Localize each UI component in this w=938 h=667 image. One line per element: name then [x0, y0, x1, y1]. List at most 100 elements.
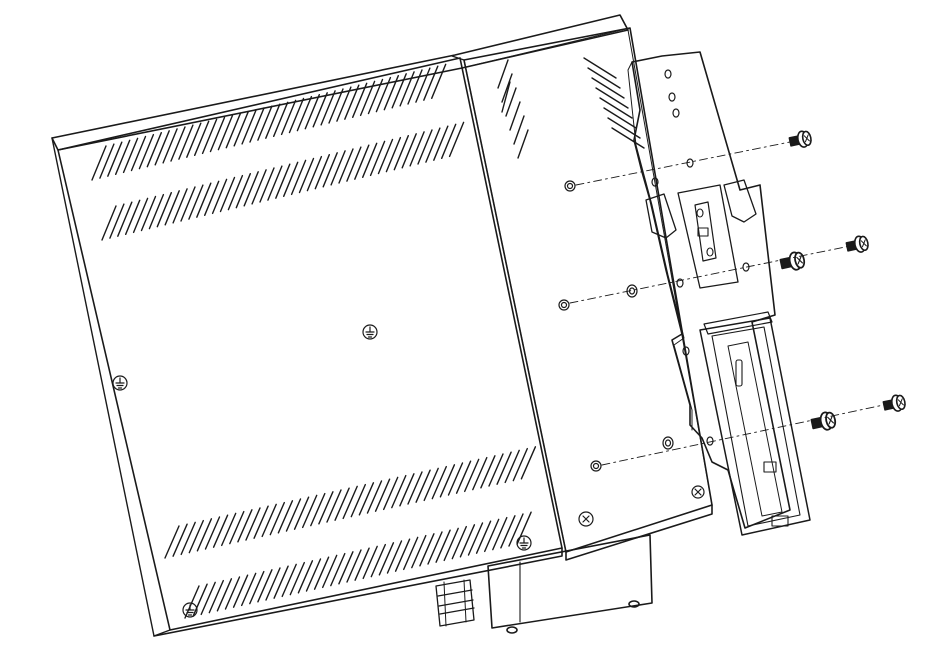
- vent-slot: [269, 501, 285, 536]
- vent-slot: [209, 116, 226, 153]
- hole: [590, 460, 602, 472]
- din-rail-clip: [699, 311, 811, 536]
- vent-slot: [496, 451, 512, 485]
- vent-slot: [240, 572, 257, 607]
- din-clip-inner: [711, 326, 801, 527]
- vent-slot: [423, 467, 439, 502]
- housing-front-panel-lower-rim: [51, 137, 171, 637]
- connector-block-body: [487, 534, 653, 629]
- vent-slot: [320, 90, 336, 126]
- vent-slot: [297, 560, 314, 594]
- vent-slot: [259, 167, 275, 203]
- vent-slot: [425, 127, 441, 163]
- vent-slot: [358, 482, 375, 516]
- vent-slot: [492, 516, 508, 551]
- vent-slot: [140, 195, 157, 232]
- vent-slot: [306, 155, 323, 192]
- assembly-line-top: [575, 141, 791, 186]
- vent-slot: [497, 59, 509, 89]
- vent-slot: [241, 109, 257, 145]
- vent-slot: [164, 190, 180, 226]
- vent-slot: [312, 92, 328, 128]
- ground-symbol-icon: [112, 375, 128, 391]
- vent-slot: [265, 567, 281, 601]
- bracket-center-plate: [677, 184, 739, 289]
- vent-slot: [377, 138, 394, 175]
- vent-slot: [342, 485, 358, 520]
- vent-slot: [431, 63, 447, 100]
- vent-slot: [383, 476, 399, 511]
- housing-top-edge-inner: [461, 27, 631, 69]
- ground-symbol-icon: [516, 535, 532, 551]
- vent-slot: [193, 120, 210, 157]
- vent-slot: [459, 524, 476, 558]
- vent-slot: [512, 447, 528, 482]
- vent-slot: [132, 197, 149, 234]
- hole: [668, 92, 676, 102]
- vent-slot: [275, 163, 291, 199]
- vent-slot: [383, 74, 399, 111]
- vent-slot: [322, 554, 338, 589]
- hole: [676, 278, 684, 288]
- vent-slot: [427, 531, 443, 565]
- vent-slot: [346, 549, 362, 583]
- vent-slot: [117, 201, 133, 237]
- vent-slot: [196, 182, 212, 218]
- vent-slot: [322, 152, 338, 188]
- vent-slot: [338, 148, 354, 184]
- vent-slot: [391, 73, 407, 109]
- vent-slot: [227, 174, 244, 211]
- vent-slot: [399, 473, 415, 507]
- vent-slot: [196, 518, 213, 552]
- vent-slot: [249, 107, 265, 143]
- vent-slot: [362, 142, 378, 179]
- vent-slot: [328, 88, 344, 124]
- vent-slot: [164, 525, 180, 559]
- assembly-line-bottom: [601, 403, 889, 466]
- bracket-center-window: [697, 227, 709, 237]
- din-clip-slot: [735, 359, 743, 387]
- vent-slot: [520, 446, 537, 480]
- vent-slot: [484, 518, 500, 553]
- hole: [662, 436, 674, 450]
- vent-slot: [285, 498, 302, 532]
- vent-slot: [500, 515, 516, 549]
- mounting-bracket: [626, 51, 791, 529]
- vent-slot: [130, 135, 147, 172]
- vent-slot: [448, 121, 465, 158]
- ground-symbol-icon: [182, 602, 198, 618]
- vent-slot: [273, 101, 289, 138]
- vent-slot: [374, 478, 391, 512]
- vent-slot: [362, 545, 378, 580]
- vent-slot: [505, 87, 517, 117]
- vent-slot: [122, 137, 139, 174]
- screw-icon: [810, 411, 837, 431]
- vent-slot: [290, 159, 307, 196]
- vent-slot: [401, 133, 417, 169]
- vent-slot: [220, 512, 237, 547]
- vent-slot: [154, 130, 170, 166]
- housing-side-edge-strip: [619, 14, 713, 506]
- vent-slot: [354, 547, 370, 581]
- vent-slot: [419, 533, 435, 567]
- vent-slot: [188, 184, 204, 220]
- vent-slot: [330, 150, 346, 186]
- vent-slot: [203, 180, 220, 217]
- vent-slot: [101, 205, 117, 241]
- ground-symbols: [112, 324, 705, 618]
- vent-slot: [265, 103, 281, 139]
- vent-slot: [280, 99, 297, 136]
- screw-icon: [882, 394, 906, 412]
- vent-slot: [367, 78, 384, 115]
- screws: [629, 130, 906, 431]
- vent-slot: [302, 494, 318, 529]
- assembly-line-middle: [569, 245, 851, 304]
- vent-slot: [138, 133, 155, 170]
- hole: [706, 247, 714, 257]
- hole: [672, 108, 680, 118]
- screw-icon: [788, 130, 812, 148]
- ground-symbol-icon: [578, 511, 594, 527]
- housing-side-bottom-edge: [565, 504, 713, 561]
- vent-slot: [501, 73, 513, 103]
